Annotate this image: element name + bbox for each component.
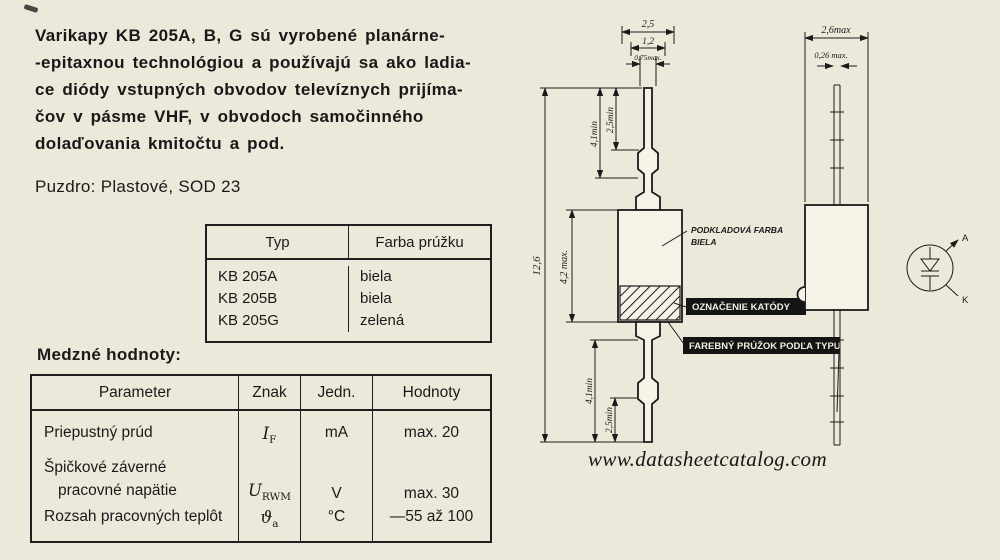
symbol-cell: IF <box>238 411 300 456</box>
header-hodnoty: Hodnoty <box>372 376 490 409</box>
intro-line: dolaďovania kmitočtu a pod. <box>35 134 285 153</box>
symbol: U <box>247 481 262 500</box>
dim-top-widths: 2,5 1,2 0,75max. <box>621 19 675 86</box>
symbol-cell: ϑa <box>238 508 300 541</box>
type-table-header-typ: Typ <box>207 226 349 258</box>
table-row: Špičkové záverné pracovné napätie URWM V… <box>32 456 490 508</box>
param-cell: Priepustný prúd <box>44 424 153 441</box>
param-line-1: Špičkové záverné <box>44 459 167 476</box>
header-parameter: Parameter <box>98 384 172 401</box>
type-cell: KB 205G <box>207 310 349 332</box>
callout-base-color: PODKLADOVÁ FARBA BIELA <box>661 225 783 247</box>
dim-label-top-crimp: 2,5min <box>606 107 616 133</box>
param-line-2: pracovné napätie <box>58 482 177 499</box>
top-lead-shape <box>635 87 661 211</box>
type-table-header-farba: Farba prúžku <box>375 234 464 251</box>
limits-table: Parameter Znak Jedn. Hodnoty Priepustný … <box>30 374 492 543</box>
dim-label-body: 4,2 max. <box>559 250 570 284</box>
side-lead-top <box>830 84 844 205</box>
value-cell: max. 20 <box>372 411 490 456</box>
diode-triangle <box>920 258 940 272</box>
type-table-body: KB 205A biela KB 205B biela KB 205G zele… <box>207 260 490 341</box>
symbol: I <box>262 424 270 443</box>
type-table: Typ Farba prúžku KB 205A biela KB 205B b… <box>205 224 492 343</box>
callout-cathode-mark: OZNAČENIE KATÓDY <box>673 298 806 315</box>
unit-cell: mA <box>300 411 372 456</box>
type-table-header: Typ Farba prúžku <box>207 226 490 260</box>
callout-base-color-line1: PODKLADOVÁ FARBA <box>691 225 783 235</box>
dim-label-bottom-crimp: 2,5min <box>605 407 615 433</box>
type-cell: KB 205A <box>207 266 349 288</box>
color-cell: biela <box>360 268 392 285</box>
symbol-subscript: RWM <box>261 491 292 503</box>
anode-label: A <box>962 233 969 244</box>
intro-line: Varikapy KB 205A, B, G sú vyrobené planá… <box>35 26 446 45</box>
param-cell: Rozsah pracovných teplôt <box>44 508 223 525</box>
cathode-label: K <box>962 295 969 306</box>
type-cell: KB 205B <box>207 288 349 310</box>
body-tab-bump <box>796 286 806 303</box>
table-row: Priepustný prúd IF mA max. 20 <box>32 411 490 456</box>
dim-label-side-width: 2,6max <box>821 25 851 36</box>
side-lead-bottom <box>830 310 844 446</box>
dim-side-width: 2,6max <box>804 25 869 202</box>
package-line: Puzdro: Plastové, SOD 23 <box>35 177 241 196</box>
symbol-subscript: F <box>269 434 277 446</box>
value-cell: max. 30 <box>372 456 490 508</box>
package-body-side <box>804 204 869 311</box>
table-row: KB 205B biela <box>207 288 490 310</box>
dim-bottom-lead: 4,1min 2,5min <box>585 339 640 443</box>
color-cell: zelená <box>360 312 405 329</box>
intro-line: -epitaxnou technológiou a používajú sa a… <box>35 53 472 72</box>
symbol-cell: URWM <box>238 456 300 508</box>
dim-label-width-outer: 2,5 <box>642 19 655 30</box>
cathode-stripe-hatch <box>619 285 681 321</box>
package-front-view: 12,6 4,2 max. 4,1min 2,5min 2,5 <box>531 19 841 443</box>
intro-line: ce diódy vstupných obvodov televíznych p… <box>35 80 464 99</box>
dim-side-lead: 0,26 max. <box>814 50 857 70</box>
dim-top-lead: 4,1min 2,5min <box>590 87 639 179</box>
dim-label-side-lead: 0,26 max. <box>814 50 847 60</box>
callout-stripe-box <box>683 337 840 354</box>
callout-stripe-label: FAREBNÝ PRÚŽOK PODĽA TYPU <box>689 340 841 352</box>
dim-label-top-lead: 4,1min <box>590 121 600 147</box>
callout-cathode-box <box>686 298 806 315</box>
technical-drawing: 12,6 4,2 max. 4,1min 2,5min 2,5 <box>531 19 969 446</box>
dim-label-bottom-lead: 4,1min <box>585 378 595 404</box>
unit-cell: V <box>300 456 372 508</box>
symbol: ϑ <box>260 508 273 527</box>
bottom-lead-shape <box>635 321 661 443</box>
dim-label-lead-width: 0,75max. <box>634 53 662 62</box>
intro-line: čov v pásme VHF, v obvodoch samočinného <box>35 107 424 126</box>
symbol-subscript: a <box>272 518 279 530</box>
param-cell: Špičkové záverné pracovné napätie <box>32 456 238 508</box>
callout-color-stripe: FAREBNÝ PRÚŽOK PODĽA TYPU <box>667 321 841 413</box>
dim-body-height: 4,2 max. <box>559 209 618 323</box>
intro-paragraph: Varikapy KB 205A, B, G sú vyrobené planá… <box>35 22 471 157</box>
unit-cell: °C <box>300 508 372 541</box>
watermark: www.datasheetcatalog.com <box>588 447 828 471</box>
varicap-symbol: A K <box>906 233 969 306</box>
table-row: KB 205A biela <box>207 266 490 288</box>
callout-base-color-line2: BIELA <box>691 237 717 247</box>
dim-label-width-inner: 1,2 <box>642 37 654 47</box>
limits-heading: Medzné hodnoty: <box>37 345 182 364</box>
value-cell: —55 až 100 <box>372 508 490 541</box>
package-side-view: 2,6max 0,26 max. <box>796 25 869 446</box>
limits-table-header: Parameter Znak Jedn. Hodnoty <box>32 376 490 411</box>
table-row: Rozsah pracovných teplôt ϑa °C —55 až 10… <box>32 508 490 541</box>
color-cell: biela <box>360 290 392 307</box>
dim-overall-height: 12,6 <box>531 87 650 443</box>
header-znak: Znak <box>238 376 300 409</box>
table-row: KB 205G zelená <box>207 310 490 332</box>
scan-artifact <box>23 3 39 14</box>
dim-label-overall: 12,6 <box>531 256 543 276</box>
callout-cathode-label: OZNAČENIE KATÓDY <box>692 301 791 313</box>
header-jedn: Jedn. <box>300 376 372 409</box>
